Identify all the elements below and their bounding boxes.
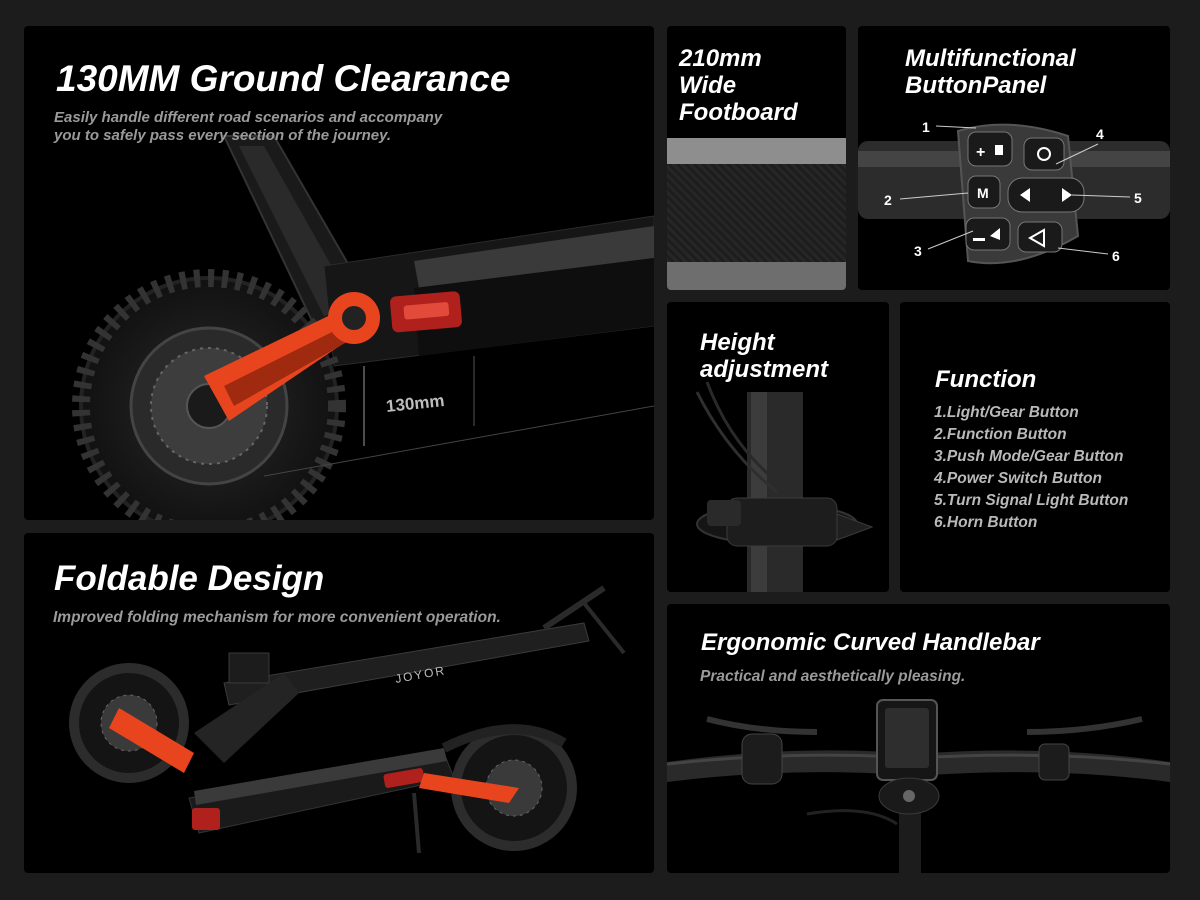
function-item-3: 3.Push Mode/Gear Button: [934, 448, 1124, 465]
button-panel-title-2: ButtonPanel: [905, 72, 1047, 99]
button-panel-title-1: Multifunctional: [905, 45, 1076, 72]
foldable-design-panel: JOYOR Foldable Design Improved folding m…: [24, 533, 654, 873]
callout-2: 2: [884, 192, 892, 208]
light-gear-button: [967, 131, 1013, 167]
folded-scooter-illustration: JOYOR: [69, 585, 626, 854]
function-list: 1.Light/Gear Button 2.Function Button 3.…: [934, 402, 1128, 534]
footboard-title-3: Footboard: [679, 99, 798, 126]
handlebar-title: Ergonomic Curved Handlebar: [701, 629, 1040, 656]
handlebar-subtitle: Practical and aesthetically pleasing.: [700, 668, 966, 685]
function-item-6: 6.Horn Button: [934, 514, 1038, 531]
foldable-subtitle: Improved folding mechanism for more conv…: [53, 609, 501, 626]
function-item-2: 2.Function Button: [934, 426, 1067, 443]
foldable-title: Foldable Design: [54, 559, 325, 598]
function-item-1: 1.Light/Gear Button: [934, 404, 1079, 421]
button-panel-illustration: + M 1 2 3 4 5 6: [858, 119, 1170, 265]
ground-clearance-panel: 130MM Ground Clearance Easily handle dif…: [24, 26, 654, 520]
stem-clamp-illustration: [695, 381, 874, 592]
horn-button: [1017, 221, 1063, 253]
callout-5: 5: [1134, 190, 1142, 206]
mode-button: [967, 175, 1001, 209]
ground-clearance-subtitle-2: you to safely pass every section of the …: [54, 127, 392, 144]
function-title: Function: [935, 366, 1037, 393]
callout-4: 4: [1096, 126, 1104, 142]
height-title-2: adjustment: [700, 356, 829, 383]
footboard-title-1: 210mm: [679, 45, 762, 72]
rear-wheel-illustration: [72, 135, 654, 520]
callout-3: 3: [914, 243, 922, 259]
push-mode-button: [965, 217, 1011, 251]
height-title-1: Height: [700, 329, 775, 356]
footboard-panel: 210mm Wide Footboard: [667, 26, 846, 290]
function-item-4: 4.Power Switch Button: [934, 470, 1102, 487]
footboard-texture: [667, 138, 846, 290]
height-adjustment-panel: Height adjustment: [667, 302, 889, 592]
callout-1: 1: [922, 119, 930, 135]
handlebar-illustration: [667, 699, 1170, 873]
callout-6: 6: [1112, 248, 1120, 264]
ground-clearance-subtitle-1: Easily handle different road scenarios a…: [54, 109, 443, 126]
button-panel-panel: + M 1 2 3 4 5 6 Multifunctional ButtonPa…: [858, 26, 1170, 290]
mode-button-glyph: M: [977, 185, 989, 201]
footboard-title-2: Wide: [679, 72, 737, 99]
ground-clearance-title: 130MM Ground Clearance: [56, 58, 511, 99]
function-panel: Function 1.Light/Gear Button 2.Function …: [900, 302, 1170, 592]
svg-text:+: +: [976, 144, 985, 161]
handlebar-panel: Ergonomic Curved Handlebar Practical and…: [667, 604, 1170, 873]
function-item-5: 5.Turn Signal Light Button: [934, 492, 1129, 509]
power-button: [1023, 137, 1065, 171]
